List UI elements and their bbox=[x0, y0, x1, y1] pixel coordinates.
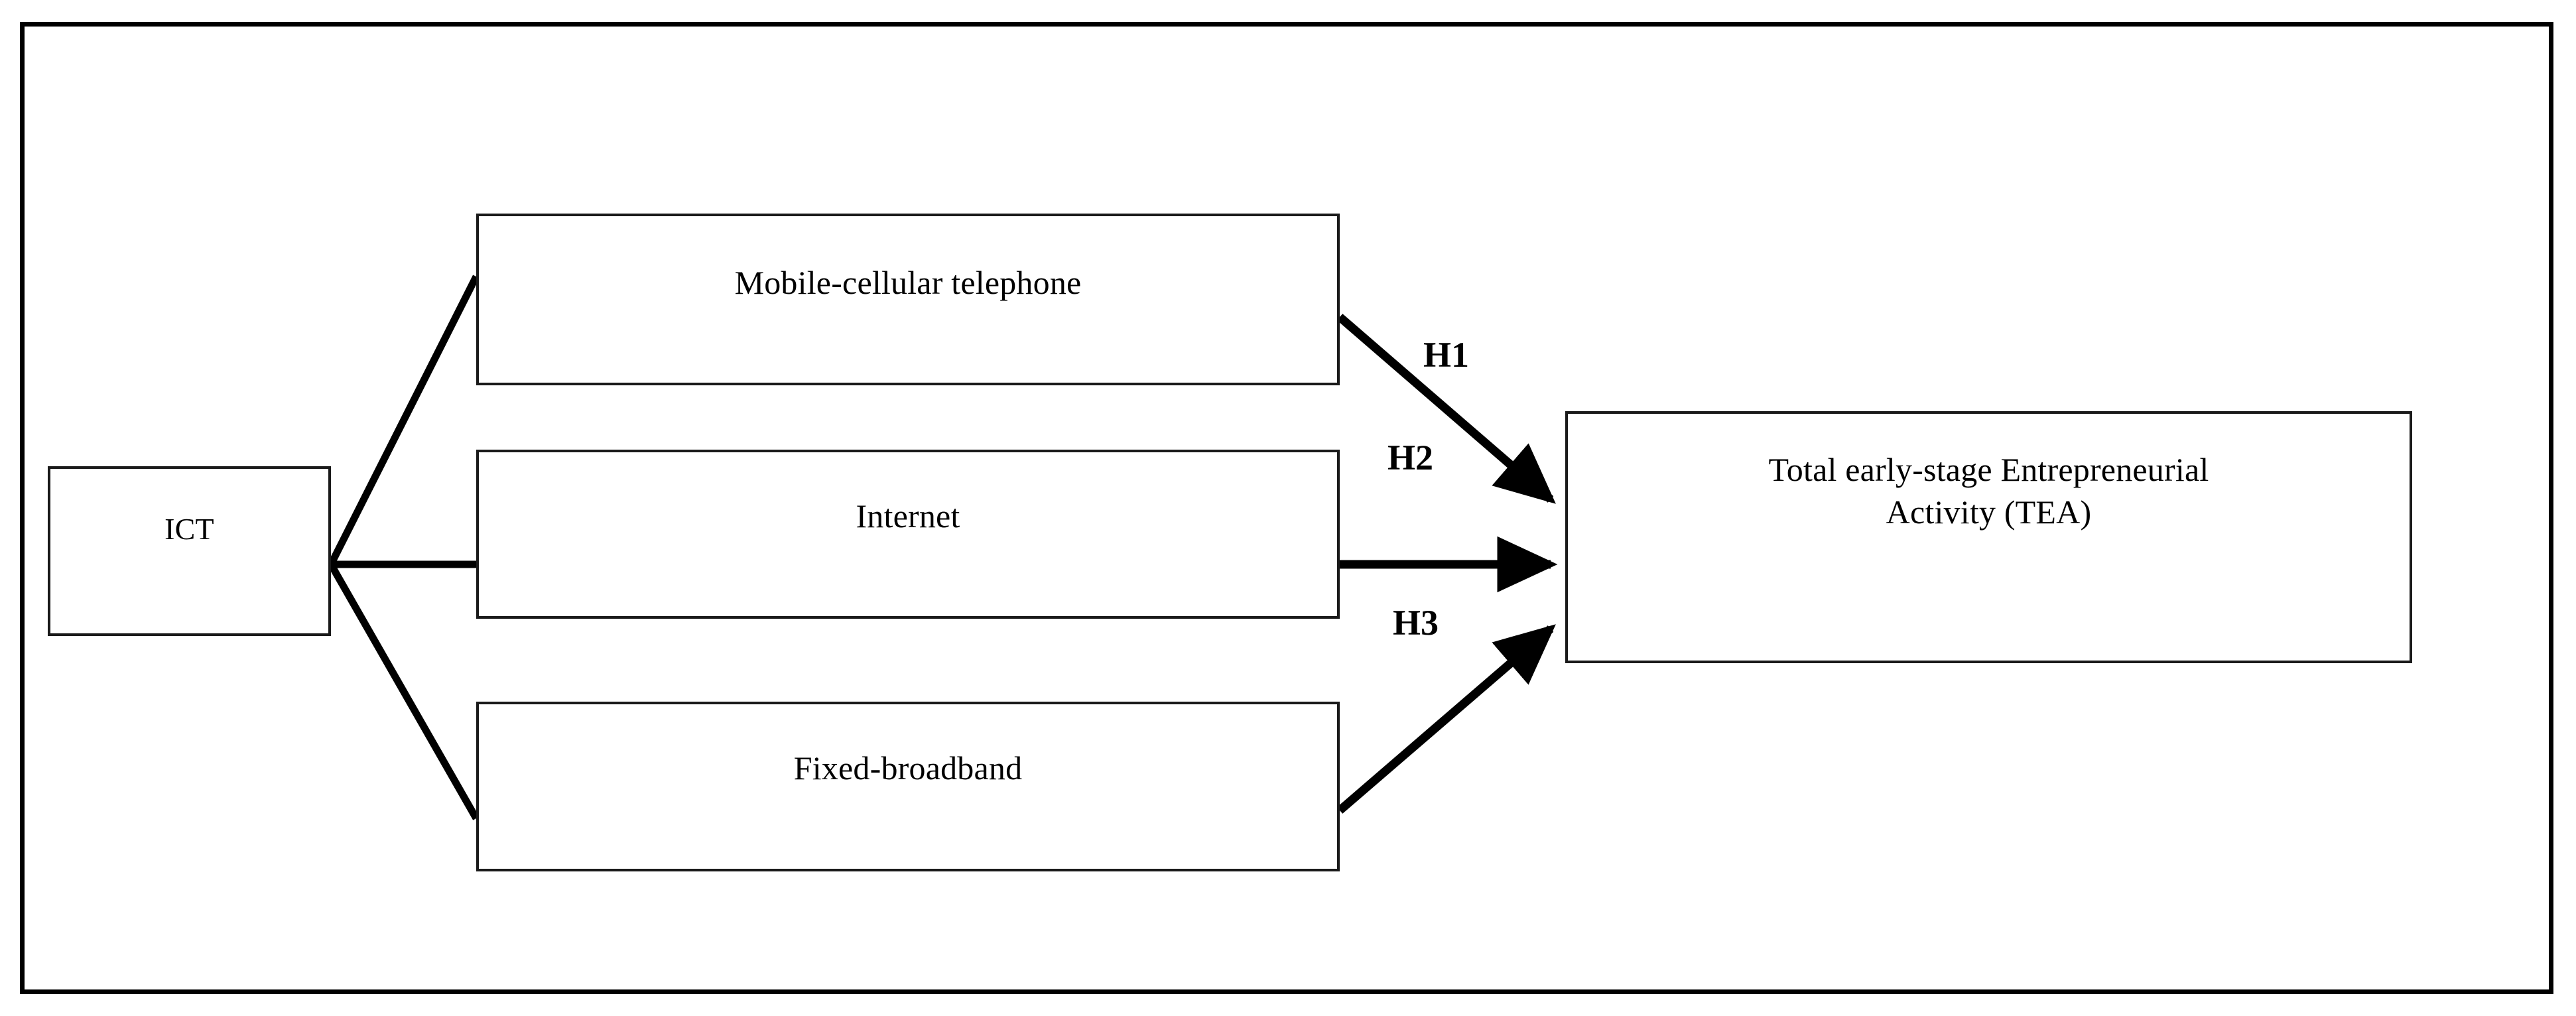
node-tea-label: Total early-stage Entrepreneurial Activi… bbox=[1768, 451, 2209, 531]
node-fixed-broadband[interactable]: Fixed-broadband bbox=[476, 702, 1340, 871]
node-ict-label: ICT bbox=[164, 512, 214, 546]
hypothesis-label-h1: H1 bbox=[1423, 335, 1470, 375]
node-internet[interactable]: Internet bbox=[476, 450, 1340, 619]
hypothesis-label-h2: H2 bbox=[1387, 438, 1434, 477]
node-fixed-broadband-label: Fixed-broadband bbox=[793, 749, 1023, 787]
node-ict[interactable]: ICT bbox=[48, 466, 331, 636]
hypothesis-label-h3: H3 bbox=[1393, 603, 1439, 643]
node-mobile-cellular-telephone[interactable]: Mobile-cellular telephone bbox=[476, 214, 1340, 385]
node-internet-label: Internet bbox=[856, 497, 960, 535]
node-total-early-stage-entrepreneurial-activity[interactable]: Total early-stage Entrepreneurial Activi… bbox=[1565, 411, 2412, 663]
node-mobile-cellular-telephone-label: Mobile-cellular telephone bbox=[734, 264, 1082, 301]
